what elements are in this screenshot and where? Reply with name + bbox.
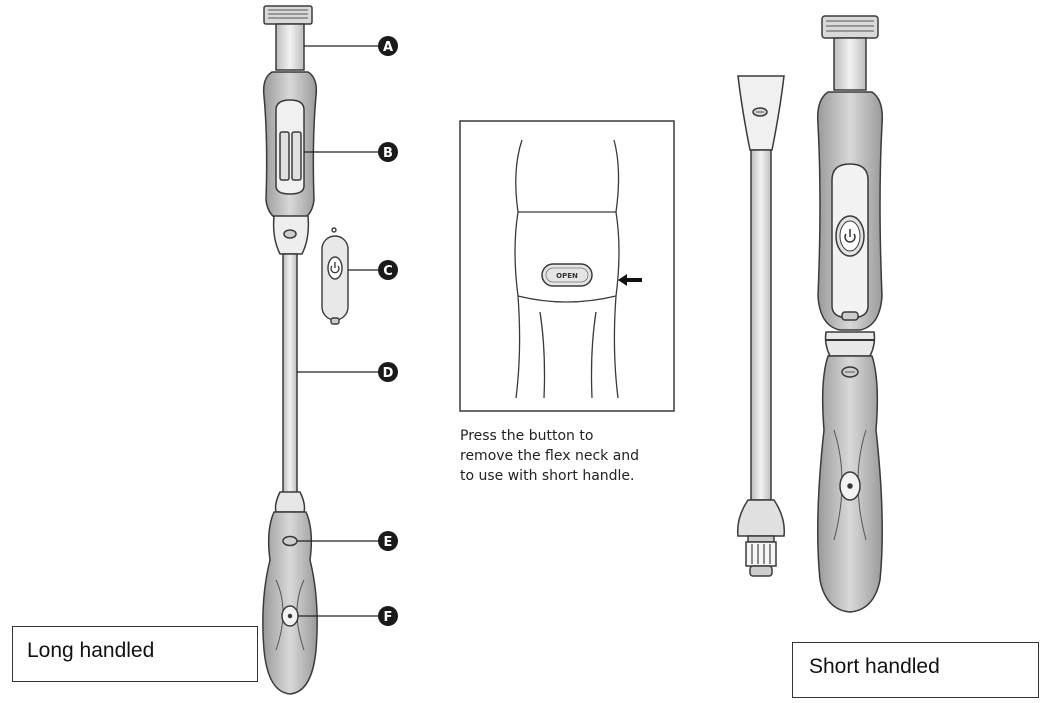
battery-2 [291, 131, 302, 181]
label-badge-c: C [378, 260, 398, 280]
short-handled-label: Short handled [792, 642, 1039, 698]
label-badge-d: D [378, 362, 398, 382]
power-icon[interactable] [330, 262, 340, 274]
flex-neck-shaft [282, 253, 298, 495]
label-badge-e: E [378, 531, 398, 551]
caption-line-3: to use with short handle. [460, 468, 635, 484]
power-icon[interactable] [844, 229, 856, 243]
battery-1 [279, 131, 290, 181]
svg-text:F: F [384, 610, 393, 625]
part-labels [297, 45, 378, 617]
label-badge-a: A [378, 36, 398, 56]
flex-neck-teeth [745, 541, 777, 567]
short-head-blade [821, 15, 879, 39]
flex-neck-body [750, 149, 772, 501]
label-badge-f: F [378, 606, 398, 626]
short-head-neck [833, 37, 867, 91]
short-handle-collar [824, 331, 876, 357]
short-handled-trimmer [816, 15, 884, 613]
lower-connector [274, 491, 306, 513]
caption-line-2: remove the flex neck and [460, 448, 640, 464]
long-handled-trimmer [262, 5, 318, 695]
svg-text:E: E [384, 535, 393, 550]
flex-neck-connector [736, 499, 786, 537]
svg-text:A: A [383, 40, 393, 55]
power-switch-part [321, 227, 349, 325]
long-handled-label: Long handled [12, 626, 258, 682]
collar-release-button[interactable] [283, 229, 297, 239]
svg-text:OPEN: OPEN [556, 272, 578, 280]
caption-line-1: Press the button to [460, 428, 594, 444]
detached-flex-neck [736, 75, 786, 577]
trimmer-head-neck [275, 23, 305, 71]
arrow-left-icon [618, 274, 642, 286]
open-button[interactable] [541, 263, 593, 287]
svg-text:D: D [383, 366, 394, 381]
detail-box: OPEN [459, 120, 675, 412]
trimmer-head-blade [263, 5, 313, 25]
svg-text:C: C [383, 264, 393, 279]
detail-caption: Press the button to remove the flex neck… [460, 426, 690, 486]
grip-release-button[interactable] [282, 535, 298, 547]
svg-text:B: B [383, 146, 393, 161]
label-badge-b: B [378, 142, 398, 162]
